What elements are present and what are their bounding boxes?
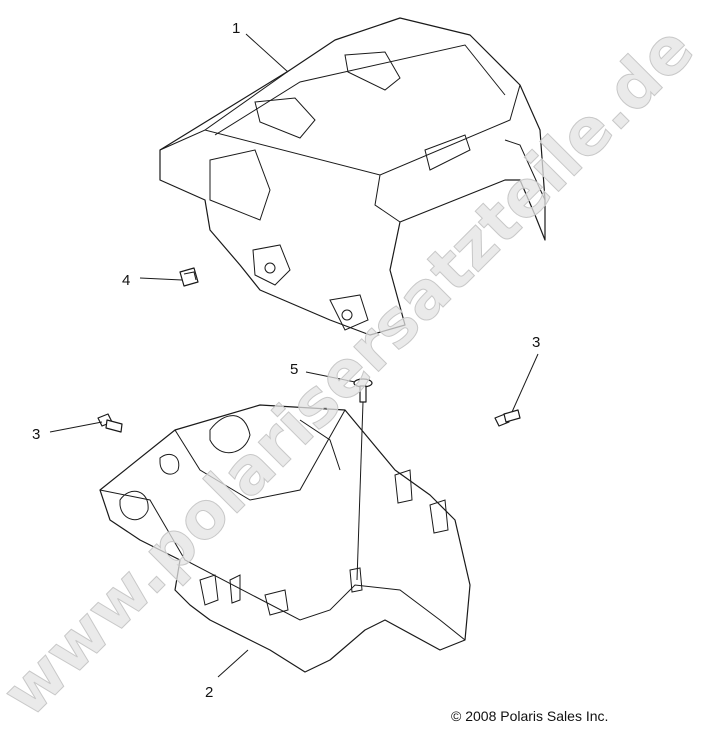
- leader-line-4: [139, 277, 183, 281]
- leader-line-3a: [49, 421, 103, 433]
- upper-cover-part-1: [159, 17, 546, 336]
- copyright-notice: © 2008 Polaris Sales Inc.: [451, 708, 609, 724]
- bolt-part-3-left: [97, 413, 123, 433]
- callout-3-left: 3: [32, 426, 40, 443]
- leader-line-2: [217, 649, 249, 678]
- bolt-part-3-right: [494, 409, 521, 427]
- callout-3-right: 3: [532, 334, 540, 351]
- leader-line-5: [305, 371, 356, 383]
- leader-line-1: [245, 33, 289, 73]
- callout-1: 1: [232, 20, 240, 37]
- lower-cover-part-2: [99, 404, 471, 673]
- screw-part-5: [353, 378, 373, 581]
- callout-5: 5: [290, 361, 298, 378]
- callout-4: 4: [122, 272, 130, 289]
- clip-part-4: [179, 267, 199, 287]
- callout-2: 2: [205, 684, 213, 701]
- leader-line-3b: [511, 353, 539, 413]
